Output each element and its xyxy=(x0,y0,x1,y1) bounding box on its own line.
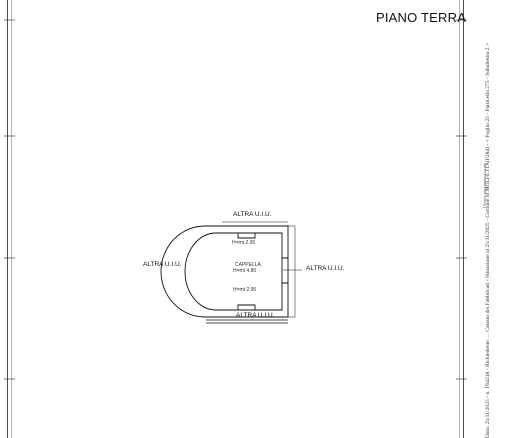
neighbor-label-top: ALTRA U.I.U. xyxy=(233,211,272,218)
neighbor-label-right: ALTRA U.I.U. xyxy=(306,265,345,272)
room-name: CAPPELLA xyxy=(235,262,261,268)
neighbor-label-bottom: ALTRA U.I.U. xyxy=(236,312,275,319)
right-wall-hatch xyxy=(288,225,296,318)
frame-tick-marks xyxy=(4,19,467,380)
sheet-title: PIANO TERRA xyxy=(376,10,467,25)
cadastral-reference: Data: 25/11/2025 - n. T64218 - Richieden… xyxy=(485,42,491,438)
neighbor-label-left: ALTRA U.I.U. xyxy=(143,261,182,268)
room-height-center: H=mt 4.80 xyxy=(233,268,257,274)
room-height-bottom: H=mt 2.95 xyxy=(233,287,257,293)
bottom-boundary xyxy=(206,319,288,324)
cappella-walls xyxy=(160,225,289,318)
room-height-top: H=mt 2.95 xyxy=(232,240,256,246)
